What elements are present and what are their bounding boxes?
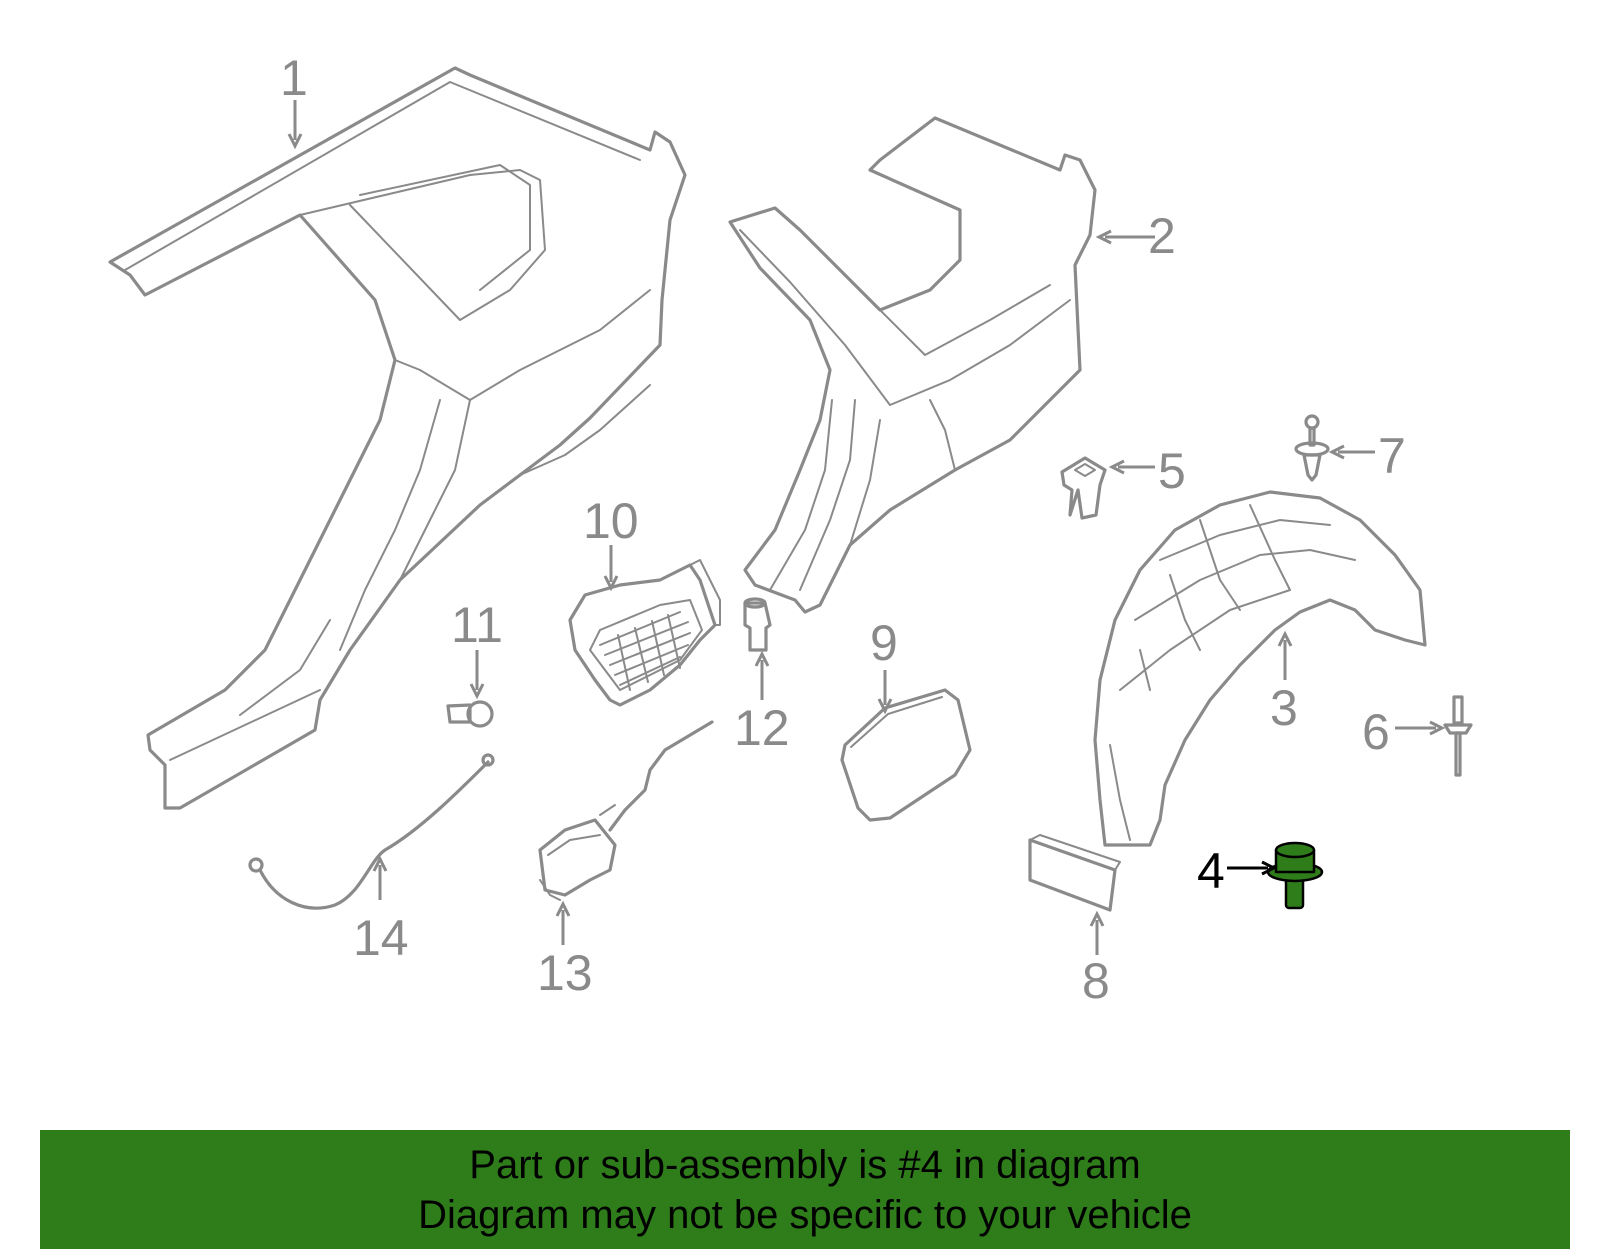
part-13-actuator[interactable] xyxy=(538,720,714,901)
callout-arrows xyxy=(287,100,1446,955)
callout-8: 8 xyxy=(1082,953,1110,1009)
part-6-rivet[interactable] xyxy=(1443,695,1473,777)
callout-13: 13 xyxy=(537,945,593,1001)
callout-4: 4 xyxy=(1197,843,1225,899)
callout-labels: 1 2 3 4 5 6 7 8 9 10 11 12 13 14 xyxy=(280,50,1406,1009)
part-1-quarter-panel-outer[interactable] xyxy=(108,66,687,810)
callout-7: 7 xyxy=(1378,428,1406,484)
part-12-spring[interactable] xyxy=(743,597,772,652)
part-11-bumper[interactable] xyxy=(446,700,494,728)
part-9-fuel-door[interactable] xyxy=(840,688,972,822)
info-banner: Part or sub-assembly is #4 in diagram Di… xyxy=(40,1130,1570,1249)
callout-11: 11 xyxy=(451,597,503,653)
part-10-filler-housing[interactable] xyxy=(568,559,721,707)
callout-9: 9 xyxy=(870,615,898,671)
callout-2: 2 xyxy=(1148,208,1176,264)
callout-1: 1 xyxy=(280,50,308,106)
part-2-quarter-panel-inner[interactable] xyxy=(728,116,1097,614)
part-5-clip-nut[interactable] xyxy=(1060,456,1107,520)
part-4-bolt[interactable] xyxy=(1266,841,1324,910)
part-7-push-clip[interactable] xyxy=(1294,414,1330,482)
part-14-drain-hose[interactable] xyxy=(248,753,495,910)
callout-6: 6 xyxy=(1362,704,1390,760)
banner-line-disclaimer: Diagram may not be specific to your vehi… xyxy=(418,1192,1192,1237)
part-3-wheel-liner[interactable] xyxy=(1093,490,1427,847)
callout-5: 5 xyxy=(1158,443,1186,499)
callout-14: 14 xyxy=(353,910,409,966)
callout-12: 12 xyxy=(734,700,790,756)
banner-line-part: Part or sub-assembly is #4 in diagram xyxy=(469,1142,1141,1187)
callout-10: 10 xyxy=(583,493,639,549)
callout-3: 3 xyxy=(1270,680,1298,736)
part-8-splash-shield[interactable] xyxy=(1028,834,1121,912)
